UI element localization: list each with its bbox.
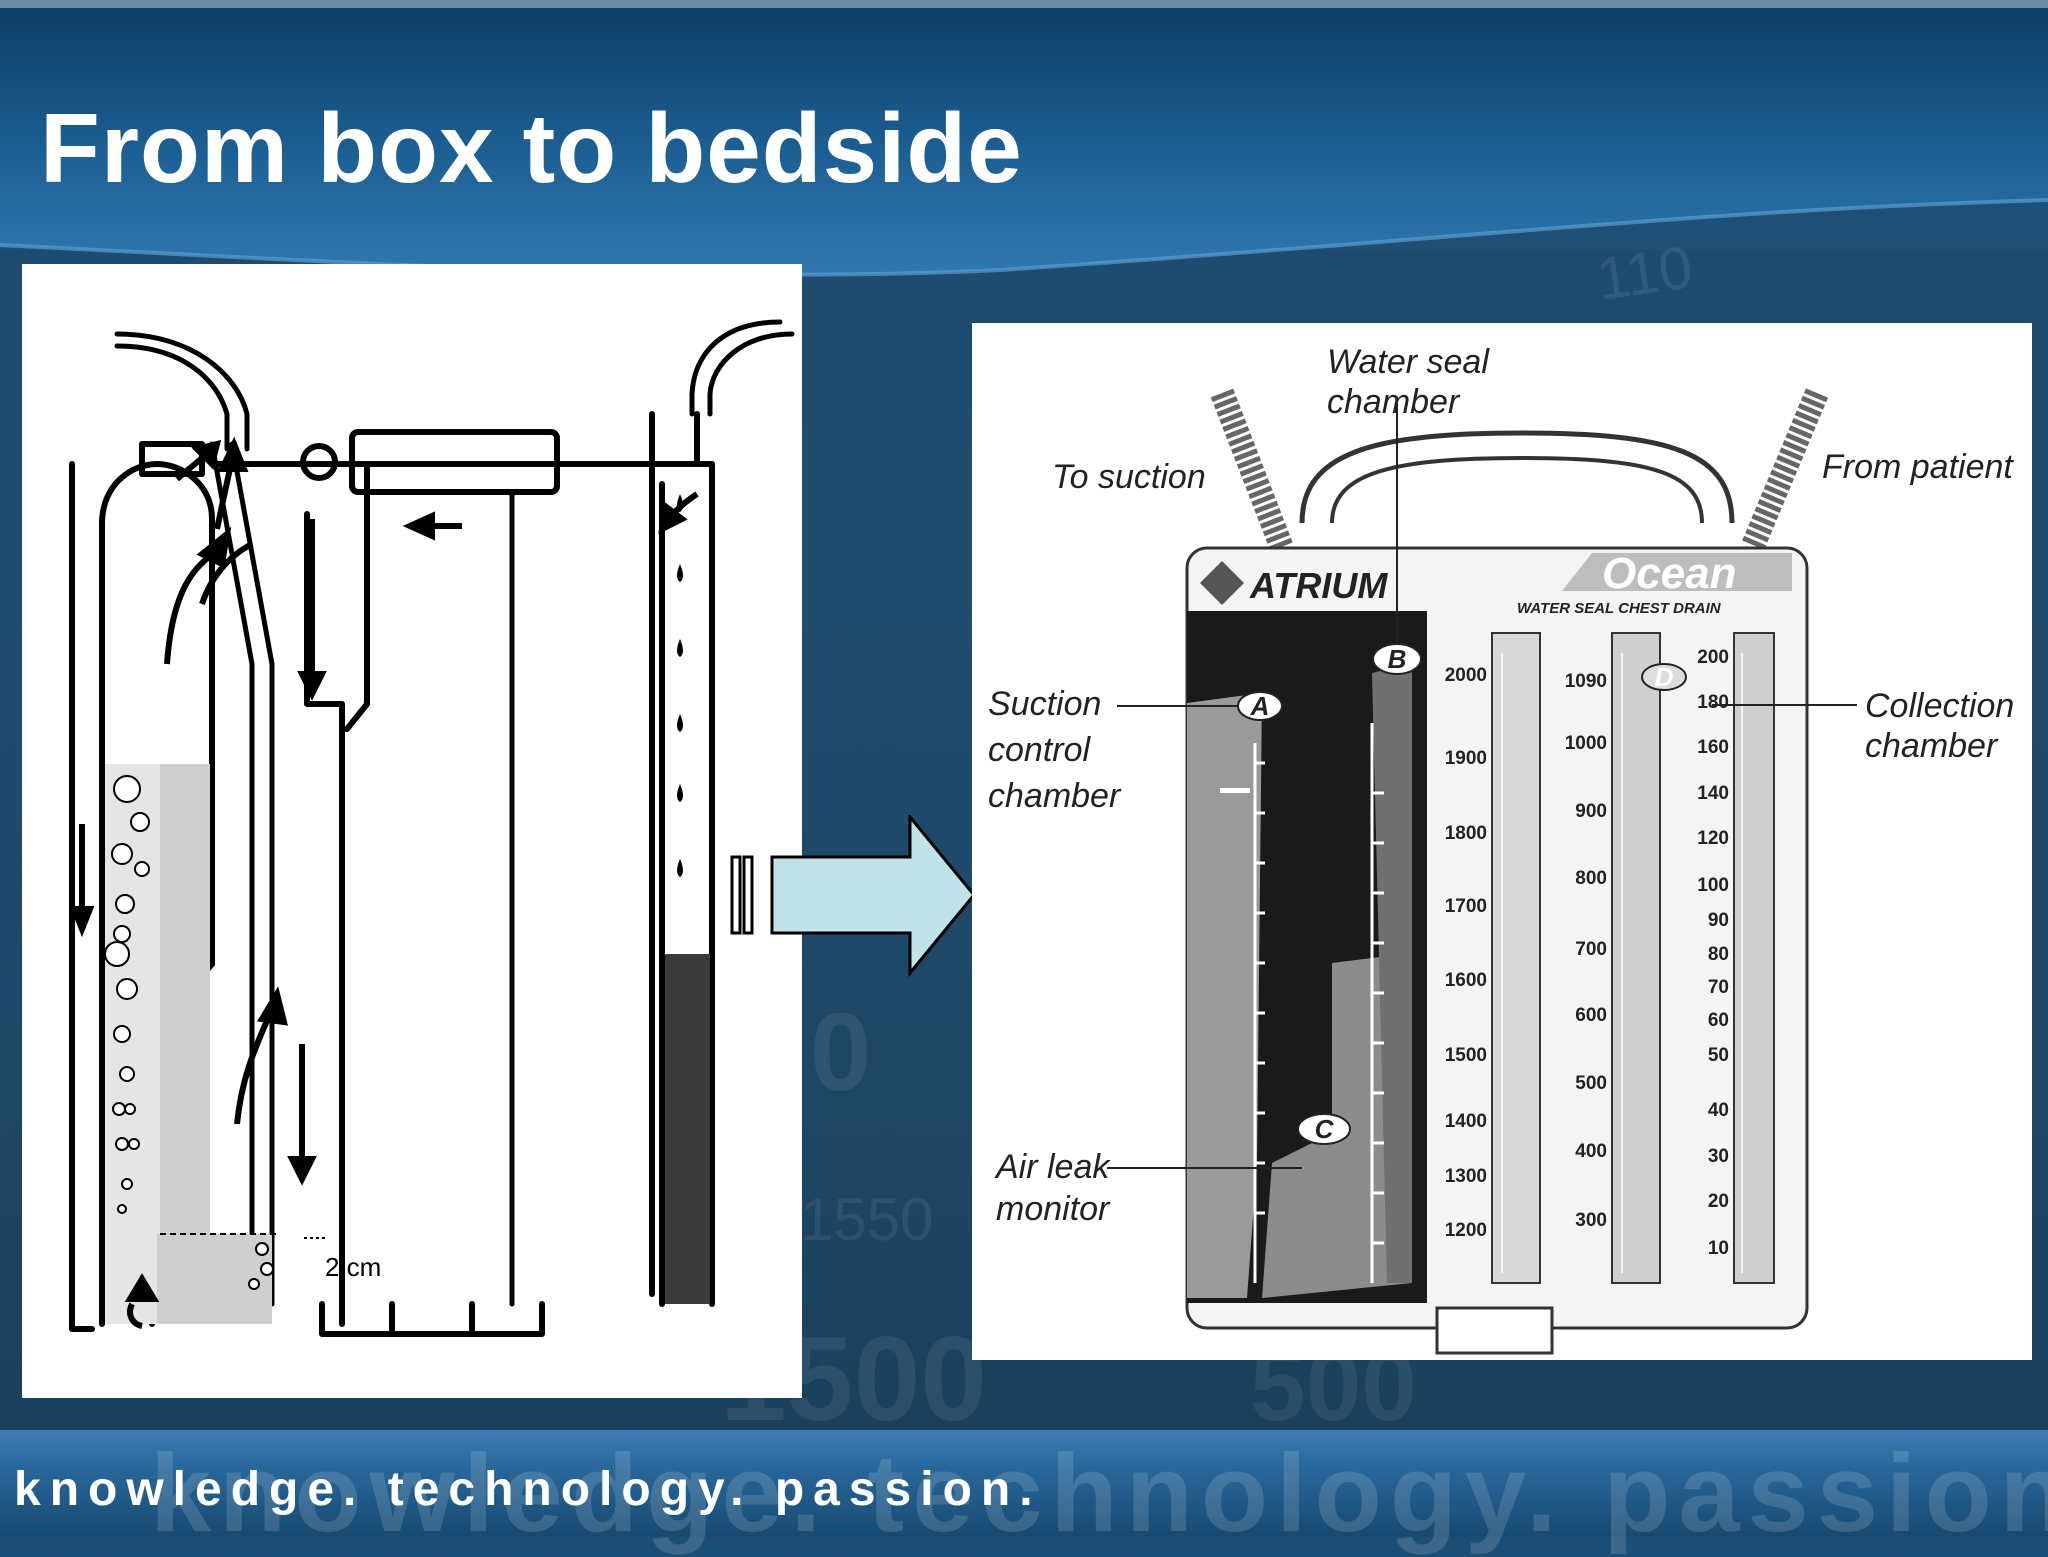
- scale-3-label: 200: [1697, 647, 1729, 668]
- scale-3-label: 120: [1697, 828, 1729, 849]
- label-suction-control-2: control: [988, 731, 1091, 769]
- scale-3-label: 100: [1697, 875, 1729, 896]
- chest-drain-schematic: 2 cm: [22, 264, 802, 1398]
- scale-3-label: 40: [1708, 1100, 1729, 1121]
- flow-arrow: [730, 815, 980, 985]
- measure-label: 2 cm: [325, 1252, 381, 1282]
- scale-1-label: 1400: [1445, 1111, 1487, 1132]
- marker-d: D: [1655, 662, 1674, 692]
- label-collection-2: chamber: [1865, 727, 1999, 765]
- label-air-leak-2: monitor: [996, 1190, 1111, 1228]
- scale-2-label: 700: [1575, 939, 1607, 960]
- scale-3-label: 90: [1708, 910, 1729, 931]
- scale-2-label: 1000: [1565, 733, 1607, 754]
- scale-2-label: 600: [1575, 1005, 1607, 1026]
- scale-3-label: 160: [1697, 737, 1729, 758]
- footer-tagline: knowledge. technology. passion.: [14, 1462, 1042, 1517]
- product-name: Ocean: [1602, 549, 1737, 598]
- scale-3-label: 20: [1708, 1191, 1729, 1212]
- scale-2-label: 900: [1575, 801, 1607, 822]
- scale-3-label: 80: [1708, 944, 1729, 965]
- svg-text:1550: 1550: [800, 1186, 933, 1253]
- brand-name: ATRIUM: [1249, 565, 1388, 606]
- label-air-leak-1: Air leak: [994, 1148, 1111, 1186]
- label-collection-1: Collection: [1865, 687, 2014, 725]
- label-from-patient: From patient: [1822, 448, 2014, 486]
- scale-3-label: 140: [1697, 783, 1729, 804]
- scale-1-label: 1600: [1445, 970, 1487, 991]
- atrium-ocean-drain-panel: ATRIUM Ocean WATER SEAL CHEST DRAIN 2000…: [972, 323, 2032, 1360]
- scale-3-label: 70: [1708, 977, 1729, 998]
- scale-1-label: 1700: [1445, 896, 1487, 917]
- atrium-ocean-drain: ATRIUM Ocean WATER SEAL CHEST DRAIN 2000…: [972, 323, 2032, 1360]
- marker-a: A: [1250, 691, 1270, 721]
- marker-b: B: [1388, 644, 1407, 674]
- marker-c: C: [1315, 1114, 1335, 1144]
- scale-1-label: 1300: [1445, 1166, 1487, 1187]
- scale-2-label: 500: [1575, 1073, 1607, 1094]
- label-water-seal-2: chamber: [1327, 383, 1461, 421]
- scale-3-label: 10: [1708, 1238, 1729, 1259]
- scale-1-label: 1200: [1445, 1220, 1487, 1241]
- scale-3-label: 180: [1697, 692, 1729, 713]
- scale-1-label: 2000: [1445, 665, 1487, 686]
- label-suction-control-3: chamber: [988, 777, 1122, 815]
- scale-1-label: 1800: [1445, 823, 1487, 844]
- scale-2-label: 800: [1575, 868, 1607, 889]
- scale-2-label: 400: [1575, 1141, 1607, 1162]
- label-water-seal-1: Water seal: [1327, 343, 1490, 381]
- scale-2-label: 300: [1575, 1210, 1607, 1231]
- slide-title: From box to bedside: [40, 92, 1023, 205]
- scale-1-label: 1500: [1445, 1045, 1487, 1066]
- svg-text:0: 0: [810, 991, 871, 1114]
- chest-drain-schematic-panel: 2 cm: [22, 264, 802, 1398]
- scale-3-label: 60: [1708, 1010, 1729, 1031]
- scale-3-label: 50: [1708, 1045, 1729, 1066]
- label-to-suction: To suction: [1052, 458, 1206, 496]
- product-subtitle: WATER SEAL CHEST DRAIN: [1517, 600, 1722, 617]
- scale-3-label: 30: [1708, 1146, 1729, 1167]
- label-suction-control-1: Suction: [988, 685, 1101, 723]
- scale-1-label: 1900: [1445, 748, 1487, 769]
- scale-2-label: 1090: [1565, 671, 1607, 692]
